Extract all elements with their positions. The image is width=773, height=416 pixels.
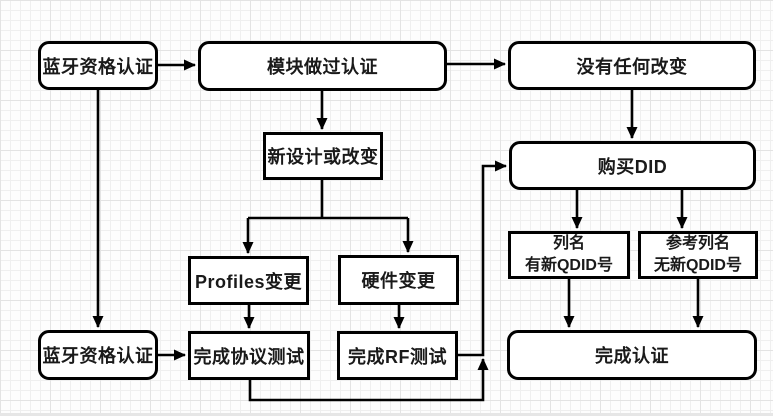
node-new-design-or-change: 新设计或改变 <box>263 132 383 180</box>
edge-rf-to-buydid <box>458 160 507 357</box>
node-label: 购买DID <box>597 156 668 177</box>
node-buy-did: 购买DID <box>509 141 756 190</box>
node-bluetooth-qualification-bottom: 蓝牙资格认证 <box>38 330 158 380</box>
edge-newdesign-split <box>248 180 408 220</box>
node-label: 蓝牙资格认证 <box>42 346 154 366</box>
node-profiles-change: Profiles变更 <box>188 256 309 305</box>
node-label: 蓝牙资格认证 <box>42 56 154 77</box>
node-label-line2: 无新QDID号 <box>653 257 742 274</box>
node-complete-rf-test: 完成RF测试 <box>337 331 458 380</box>
node-bluetooth-qualification-top: 蓝牙资格认证 <box>38 41 158 90</box>
node-listed-with-new-qdid: 列名 有新QDID号 <box>508 231 630 279</box>
node-label-line1: 参考列名 <box>665 235 730 253</box>
node-hardware-change: 硬件变更 <box>338 255 459 305</box>
node-complete-certification: 完成认证 <box>507 330 757 380</box>
node-label: 模块做过认证 <box>267 57 378 77</box>
node-label: 完成认证 <box>595 346 669 366</box>
node-no-changes: 没有任何改变 <box>508 41 756 90</box>
node-module-already-certified: 模块做过认证 <box>198 41 447 91</box>
node-label: 完成RF测试 <box>348 346 447 367</box>
node-complete-protocol-test: 完成协议测试 <box>188 331 310 380</box>
node-label: 没有任何改变 <box>576 56 688 77</box>
edge-protocol-to-join <box>248 358 489 402</box>
node-label-line2: 有新QDID号 <box>524 257 613 274</box>
node-label: 完成协议测试 <box>193 346 305 367</box>
node-reference-listing-no-new-qdid: 参考列名 无新QDID号 <box>638 231 758 279</box>
canvas-bottom-edge <box>0 413 773 416</box>
node-label: 硬件变更 <box>361 271 436 291</box>
node-label: Profiles变更 <box>194 271 303 292</box>
node-label: 新设计或改变 <box>267 147 379 167</box>
node-label-line1: 列名 <box>552 235 585 253</box>
